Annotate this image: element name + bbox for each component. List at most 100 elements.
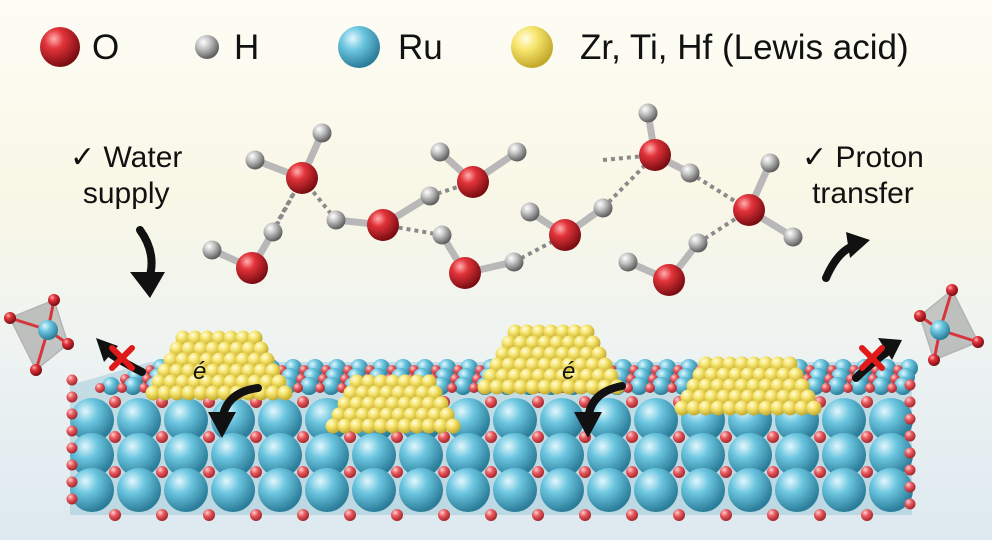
lewis-acid-atom bbox=[722, 378, 738, 394]
surface-o-atom bbox=[66, 408, 78, 420]
lewis-acid-atom bbox=[169, 341, 185, 357]
surface-o-atom bbox=[904, 481, 916, 493]
arrow-head bbox=[208, 412, 236, 438]
lewis-acid-atom bbox=[181, 385, 197, 401]
ru-atom bbox=[70, 468, 114, 512]
surface-o-atom bbox=[95, 383, 105, 393]
lewis-acid-atom bbox=[247, 330, 263, 346]
surface-o-atom bbox=[156, 431, 168, 443]
lewis-acid-atom bbox=[734, 400, 750, 416]
lewis-acid-atom bbox=[205, 363, 221, 379]
hydrogen-atom bbox=[520, 202, 540, 222]
lewis-acid-atom bbox=[355, 385, 371, 401]
lewis-acid-atom bbox=[235, 330, 251, 346]
ru-atom bbox=[493, 468, 537, 512]
lewis-acid-atom bbox=[686, 400, 702, 416]
tetra-o-atom bbox=[62, 338, 74, 350]
lewis-acid-atom bbox=[585, 357, 601, 373]
arrows-and-icons bbox=[4, 226, 984, 438]
tetra-o-atom bbox=[914, 310, 926, 322]
arrow-head bbox=[130, 272, 165, 298]
arrow-head bbox=[96, 338, 118, 362]
surface-o-atom bbox=[843, 383, 853, 393]
surface-o-atom bbox=[156, 466, 168, 478]
lewis-acid-atom bbox=[397, 418, 413, 434]
lewis-acid-atom bbox=[680, 389, 696, 405]
lewis-acid-atom bbox=[567, 368, 583, 384]
ru-atom bbox=[634, 398, 678, 442]
oxygen-atom bbox=[639, 139, 671, 171]
surface-o-atom bbox=[814, 466, 826, 478]
lewis-acid-atom bbox=[704, 389, 720, 405]
lewis-acid-atom bbox=[175, 374, 191, 390]
oxygen-atom bbox=[457, 166, 489, 198]
ru-atom bbox=[652, 377, 670, 395]
legend-label-ru: Ru bbox=[398, 28, 443, 67]
surface-o-atom bbox=[865, 383, 875, 393]
ru-atom bbox=[446, 433, 490, 477]
legend-label-h: H bbox=[234, 28, 260, 67]
hydrogen-atom bbox=[680, 163, 700, 183]
lewis-acid-atom bbox=[193, 341, 209, 357]
surface-o-atom bbox=[438, 466, 450, 478]
lewis-acid-atom bbox=[385, 374, 401, 390]
arrow-head bbox=[574, 412, 602, 438]
lewis-acid-atom bbox=[567, 324, 583, 340]
lewis-acid-atom bbox=[537, 379, 553, 395]
lewis-acid-atom bbox=[355, 407, 371, 423]
lewis-acid-atom bbox=[561, 379, 577, 395]
lewis-acid-atom bbox=[555, 368, 571, 384]
lewis-acid-atom bbox=[259, 352, 275, 368]
lewis-acid-atom bbox=[501, 357, 517, 373]
lewis-acid-atom bbox=[489, 379, 505, 395]
lewis-acid-atom bbox=[379, 385, 395, 401]
lewis-acid-atom bbox=[235, 374, 251, 390]
lewis-acid-atom bbox=[175, 352, 191, 368]
surface-o-atom bbox=[720, 509, 732, 521]
lewis-acid-atom bbox=[525, 379, 541, 395]
lewis-acid-atom bbox=[217, 341, 233, 357]
ru-atom bbox=[634, 468, 678, 512]
surface-o-atom bbox=[293, 383, 303, 393]
lewis-acid-atom bbox=[211, 352, 227, 368]
surface-o-atom bbox=[485, 431, 497, 443]
lewis-acid-atom bbox=[740, 389, 756, 405]
surface-o-atom bbox=[579, 509, 591, 521]
lewis-acid-atom bbox=[427, 385, 443, 401]
lewis-acid-atom bbox=[385, 396, 401, 412]
ru-atom bbox=[493, 433, 537, 477]
lewis-acid-atom bbox=[501, 379, 517, 395]
lewis-acid-atom bbox=[199, 352, 215, 368]
surface-o-atom bbox=[438, 509, 450, 521]
ru-atom bbox=[70, 398, 114, 442]
lewis-acid-atom bbox=[427, 407, 443, 423]
lewis-acid-atom bbox=[716, 367, 732, 383]
lewis-acid-atom bbox=[343, 407, 359, 423]
lewis-acid-atom bbox=[349, 374, 365, 390]
surface-o-atom bbox=[109, 466, 121, 478]
surface-o-atom bbox=[767, 466, 779, 478]
surface-o-atom bbox=[203, 509, 215, 521]
surface-o-atom bbox=[109, 431, 121, 443]
legend-ruthenium-ball bbox=[338, 26, 380, 68]
ru-atom bbox=[258, 468, 302, 512]
tetrahedron-face bbox=[934, 290, 978, 360]
lewis-acid-atom bbox=[722, 400, 738, 416]
legend-hydrogen-ball bbox=[195, 35, 219, 59]
electron-label-left: é bbox=[193, 358, 207, 385]
lewis-acid-atom bbox=[241, 341, 257, 357]
lewis-acid-atom bbox=[585, 379, 601, 395]
ru-atom bbox=[322, 377, 340, 395]
lewis-acid-atom bbox=[758, 400, 774, 416]
hydrogen-atom bbox=[432, 225, 452, 245]
lewis-acid-atom bbox=[776, 367, 792, 383]
lewis-acid-atom bbox=[415, 385, 431, 401]
ru-atom bbox=[446, 468, 490, 512]
surface-o-atom bbox=[667, 383, 677, 393]
lewis-acid-atom bbox=[788, 389, 804, 405]
lewis-acid-atom bbox=[591, 368, 607, 384]
ru-atom bbox=[493, 398, 537, 442]
lewis-acid-atom bbox=[211, 330, 227, 346]
